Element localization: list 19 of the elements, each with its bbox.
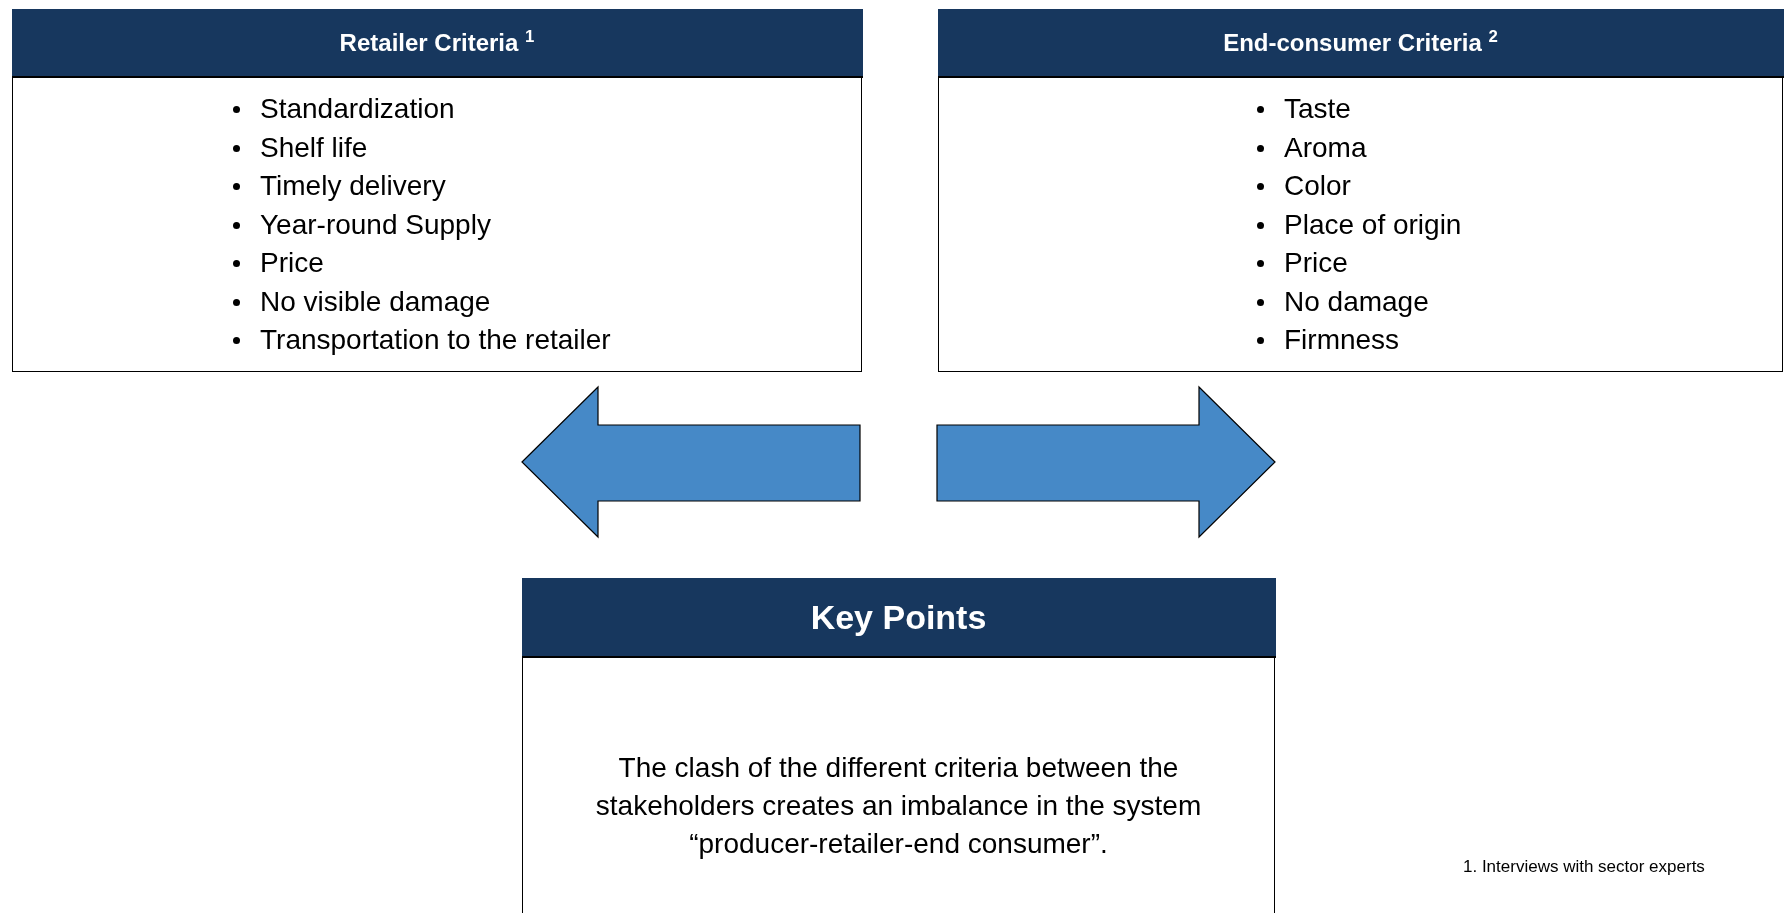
bullet-item: Price: [1284, 247, 1348, 278]
bullet-item: Transportation to the retailer: [260, 324, 611, 355]
header-bar: Key Points: [521, 578, 1276, 658]
bullet-item: Standardization: [260, 93, 455, 124]
header-bar: Retailer Criteria $^{1}$: [11, 9, 863, 78]
header-bar: End-consumer Criteria $^{2}$: [937, 9, 1784, 78]
bullet-item: Aroma: [1284, 131, 1367, 163]
bullet-item: Color: [1284, 170, 1351, 201]
bullet-item: No damage: [1284, 285, 1429, 317]
bullet-item: Firmness: [1284, 324, 1400, 355]
body-text: The clash of the different criteria between the stakeholders creates an imbalance in the system “producer-retailer-end consumer”.: [594, 751, 1203, 861]
bullet-item: Price: [260, 247, 324, 278]
bullet-item: Shelf life: [260, 131, 368, 163]
bullet-item: No visible damage: [260, 285, 491, 317]
footnote: 1. Interviews with sector experts: [1463, 857, 1705, 877]
bullet-item: Timely delivery: [260, 170, 446, 201]
bullet-item: Taste: [1284, 93, 1351, 124]
bullet-item: Year-round Supply: [260, 208, 491, 240]
bullet-item: Place of origin: [1284, 208, 1462, 240]
